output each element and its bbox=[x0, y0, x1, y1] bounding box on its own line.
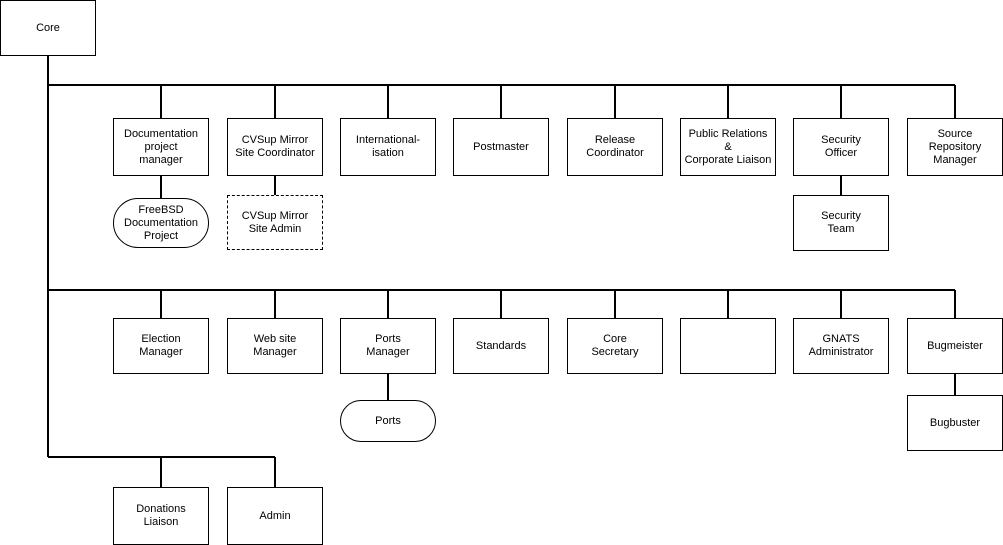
node-core[interactable]: Core bbox=[0, 0, 96, 56]
node-label-cvsup-mirror-site-coordinator: CVSup Mirror Site Coordinator bbox=[235, 134, 315, 159]
node-bugmeister[interactable]: Bugmeister bbox=[907, 318, 1003, 374]
node-security-officer[interactable]: Security Officer bbox=[793, 118, 889, 176]
node-gnats-administrator[interactable]: GNATS Administrator bbox=[793, 318, 889, 374]
node-label-core: Core bbox=[36, 21, 60, 34]
node-ports[interactable]: Ports bbox=[340, 400, 436, 442]
node-label-source-repository-manager: Source Repository Manager bbox=[928, 127, 982, 166]
node-cvsup-mirror-site-coordinator[interactable]: CVSup Mirror Site Coordinator bbox=[227, 118, 323, 176]
node-election-manager[interactable]: Election Manager bbox=[113, 318, 209, 374]
node-ports-manager[interactable]: Ports Manager bbox=[340, 318, 436, 374]
node-label-web-site-manager: Web site Manager bbox=[253, 333, 297, 358]
node-label-documentation-project-manager: Documentation project manager bbox=[124, 127, 198, 166]
node-label-ports: Ports bbox=[375, 414, 401, 427]
node-label-security-officer: Security Officer bbox=[821, 134, 861, 159]
node-freebsd-documentation-project[interactable]: FreeBSD Documentation Project bbox=[113, 198, 209, 248]
node-web-site-manager[interactable]: Web site Manager bbox=[227, 318, 323, 374]
node-public-relations-corporate-liaison[interactable]: Public Relations & Corporate Liaison bbox=[680, 118, 776, 176]
node-label-public-relations-corporate-liaison: Public Relations & Corporate Liaison bbox=[684, 127, 772, 166]
node-label-release-coordinator: Release Coordinator bbox=[586, 134, 644, 159]
node-source-repository-manager[interactable]: Source Repository Manager bbox=[907, 118, 1003, 176]
node-label-bugmeister: Bugmeister bbox=[927, 339, 983, 352]
node-label-security-team: Security Team bbox=[821, 210, 861, 235]
node-standards[interactable]: Standards bbox=[453, 318, 549, 374]
node-label-internationalisation: International- isation bbox=[355, 134, 421, 159]
node-label-election-manager: Election Manager bbox=[139, 333, 183, 358]
node-core-secretary[interactable]: Core Secretary bbox=[567, 318, 663, 374]
node-label-donations-liaison: Donations Liaison bbox=[136, 503, 186, 528]
node-label-bugbuster: Bugbuster bbox=[929, 416, 981, 429]
node-admin[interactable]: Admin bbox=[227, 487, 323, 545]
node-label-admin: Admin bbox=[259, 509, 291, 522]
node-label-core-secretary: Core Secretary bbox=[591, 333, 639, 358]
node-security-team[interactable]: Security Team bbox=[793, 195, 889, 251]
node-donations-liaison[interactable]: Donations Liaison bbox=[113, 487, 209, 545]
node-label-cvsup-mirror-site-admin: CVSup Mirror Site Admin bbox=[241, 209, 309, 235]
node-label-ports-manager: Ports Manager bbox=[366, 333, 410, 358]
node-bugbuster[interactable]: Bugbuster bbox=[907, 395, 1003, 451]
node-cvsup-mirror-site-admin[interactable]: CVSup Mirror Site Admin bbox=[227, 195, 323, 250]
node-label-freebsd-documentation-project: FreeBSD Documentation Project bbox=[124, 203, 198, 242]
node-label-gnats-administrator: GNATS Administrator bbox=[808, 333, 874, 358]
node-unlabelled-role[interactable] bbox=[680, 318, 776, 374]
node-internationalisation[interactable]: International- isation bbox=[340, 118, 436, 176]
node-documentation-project-manager[interactable]: Documentation project manager bbox=[113, 118, 209, 176]
node-release-coordinator[interactable]: Release Coordinator bbox=[567, 118, 663, 176]
node-label-standards: Standards bbox=[475, 339, 527, 352]
node-postmaster[interactable]: Postmaster bbox=[453, 118, 549, 176]
node-label-postmaster: Postmaster bbox=[473, 140, 529, 153]
